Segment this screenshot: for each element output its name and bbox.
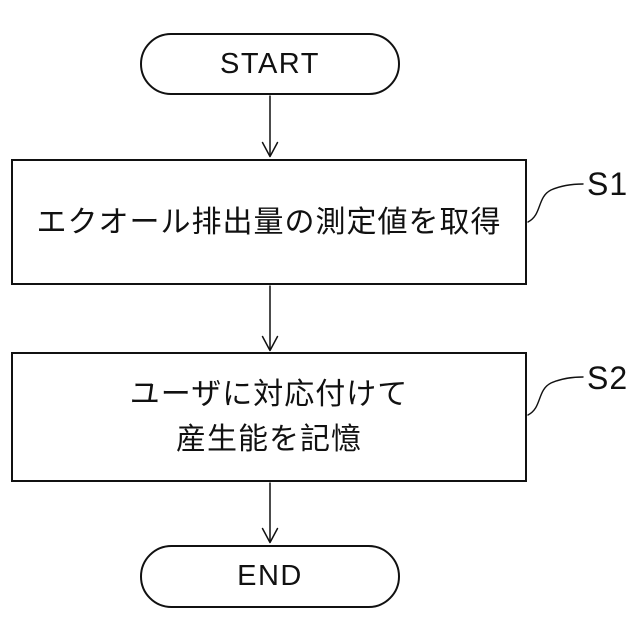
step-s1-label: S1 bbox=[587, 166, 629, 202]
leader-line-s1 bbox=[527, 183, 584, 223]
step-s2-label: S2 bbox=[587, 360, 629, 396]
end-node: END bbox=[140, 545, 400, 608]
step-s2-text-line2: 産生能を記憶 bbox=[176, 423, 362, 456]
end-node-label: END bbox=[237, 560, 303, 592]
step-s1-text: エクオール排出量の測定値を取得 bbox=[36, 205, 502, 239]
leader-line-s2 bbox=[527, 376, 584, 416]
arrowhead-start-to-s1-icon bbox=[261, 141, 279, 158]
step-s2-box: ユーザに対応付けて 産生能を記憶 bbox=[11, 352, 527, 482]
start-node: START bbox=[140, 33, 400, 95]
arrowhead-s2-to-end-icon bbox=[261, 527, 279, 544]
start-node-label: START bbox=[220, 47, 320, 80]
step-s2-text-line1: ユーザに対応付けて bbox=[129, 378, 409, 411]
arrowhead-s1-to-s2-icon bbox=[261, 335, 279, 352]
step-s1-box: エクオール排出量の測定値を取得 bbox=[11, 159, 527, 285]
